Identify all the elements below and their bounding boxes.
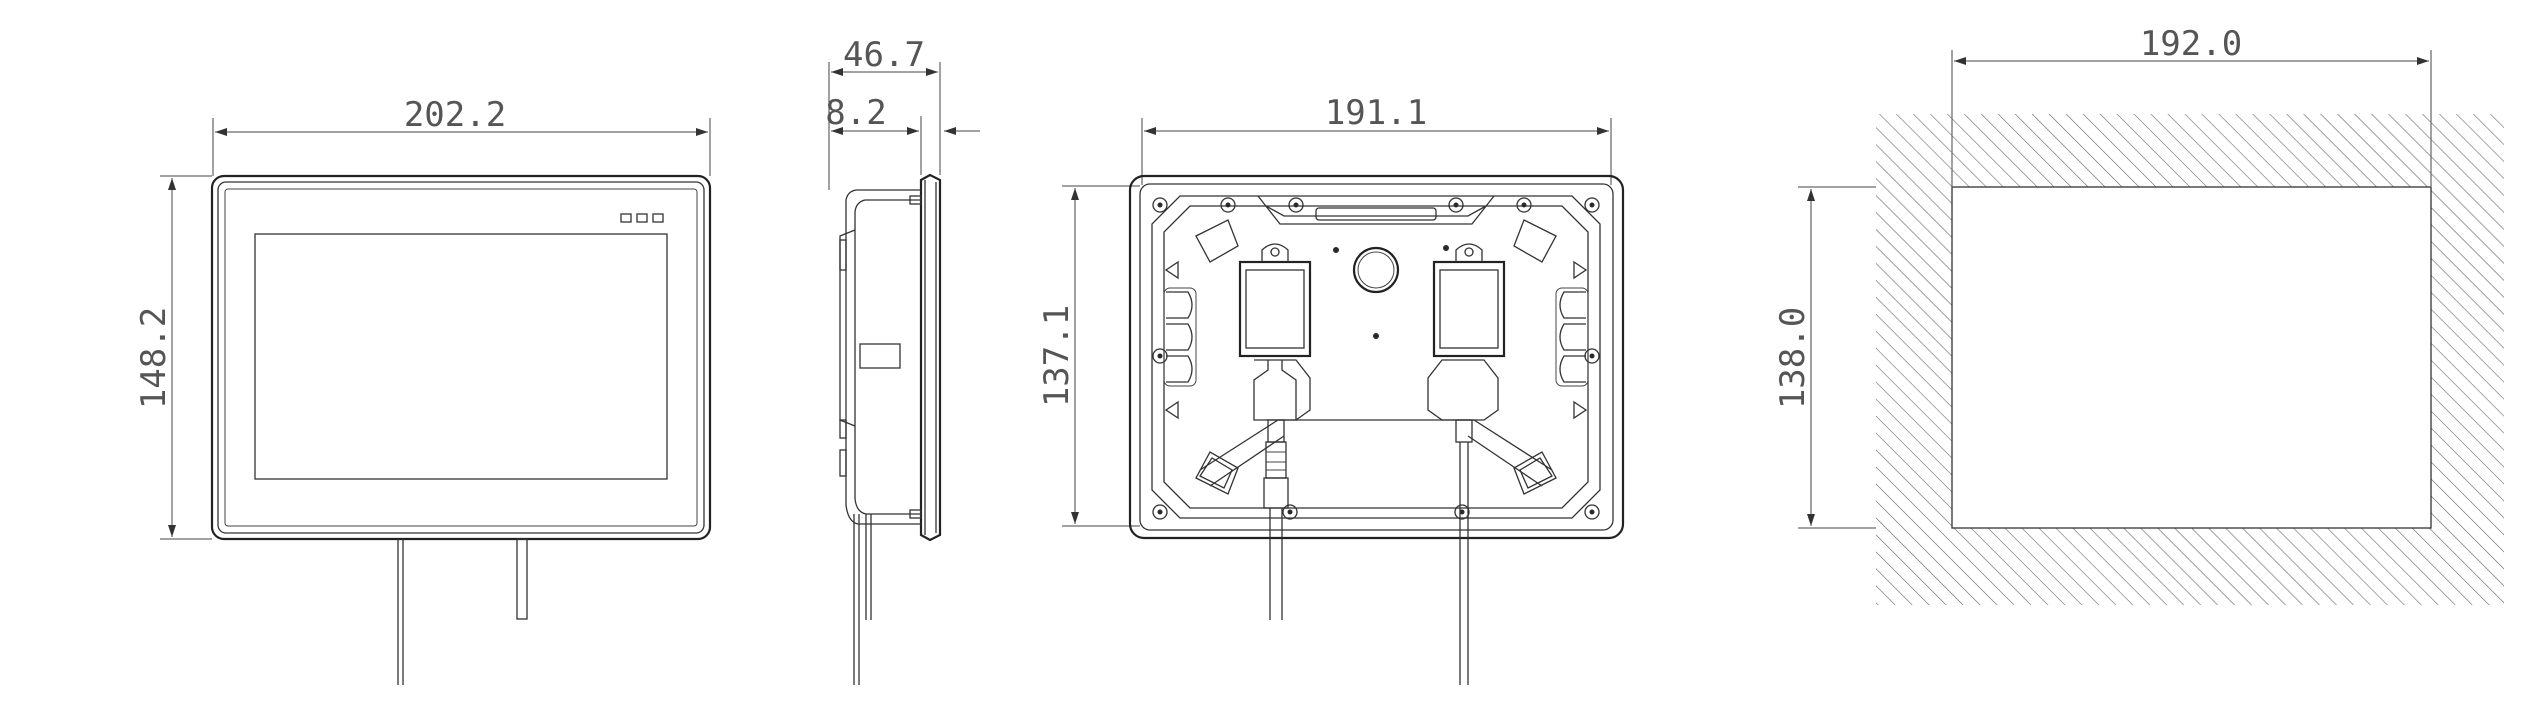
center-round-port xyxy=(1352,246,1400,294)
side-depth-label: 46.7 xyxy=(843,35,925,75)
panel-cutout xyxy=(1951,186,2432,529)
cutout-view: 192.0 138.0 xyxy=(1773,24,2504,605)
right-connector xyxy=(1427,243,1506,685)
cutout-height-label: 138.0 xyxy=(1773,307,1813,409)
front-height-dimension: 148.2 xyxy=(134,175,212,540)
rear-height-label: 137.1 xyxy=(1037,305,1077,407)
left-connector xyxy=(1238,243,1312,620)
cutout-height-dimension: 138.0 xyxy=(1773,186,1876,529)
hatched-panel xyxy=(1876,114,2504,605)
front-width-label: 202.2 xyxy=(404,95,506,135)
left-cable-ports xyxy=(1163,260,1197,420)
rear-width-label: 191.1 xyxy=(1325,93,1427,133)
front-bezel-outer xyxy=(210,174,712,541)
front-screen xyxy=(254,233,668,480)
rear-view: 191.1 137.1 xyxy=(1037,93,1625,685)
side-bezel-dimension: 8.2 xyxy=(825,93,980,175)
side-view: 46.7 8.2 xyxy=(825,35,980,685)
led-indicator-icons xyxy=(620,213,664,223)
front-height-label: 148.2 xyxy=(134,307,174,409)
rear-height-dimension: 137.1 xyxy=(1037,185,1140,527)
side-bezel-label: 8.2 xyxy=(825,93,886,133)
rear-width-dimension: 191.1 xyxy=(1141,93,1612,185)
cutout-width-label: 192.0 xyxy=(2140,24,2242,64)
cutout-width-dimension: 192.0 xyxy=(1951,24,2432,186)
front-width-dimension: 202.2 xyxy=(212,95,711,176)
side-depth-dimension: 46.7 xyxy=(828,35,941,190)
rear-housing-outer xyxy=(1128,174,1625,540)
right-cable-ports xyxy=(1555,260,1589,420)
screw-holes xyxy=(1152,197,1600,520)
front-view: 202.2 148.2 xyxy=(134,95,712,685)
